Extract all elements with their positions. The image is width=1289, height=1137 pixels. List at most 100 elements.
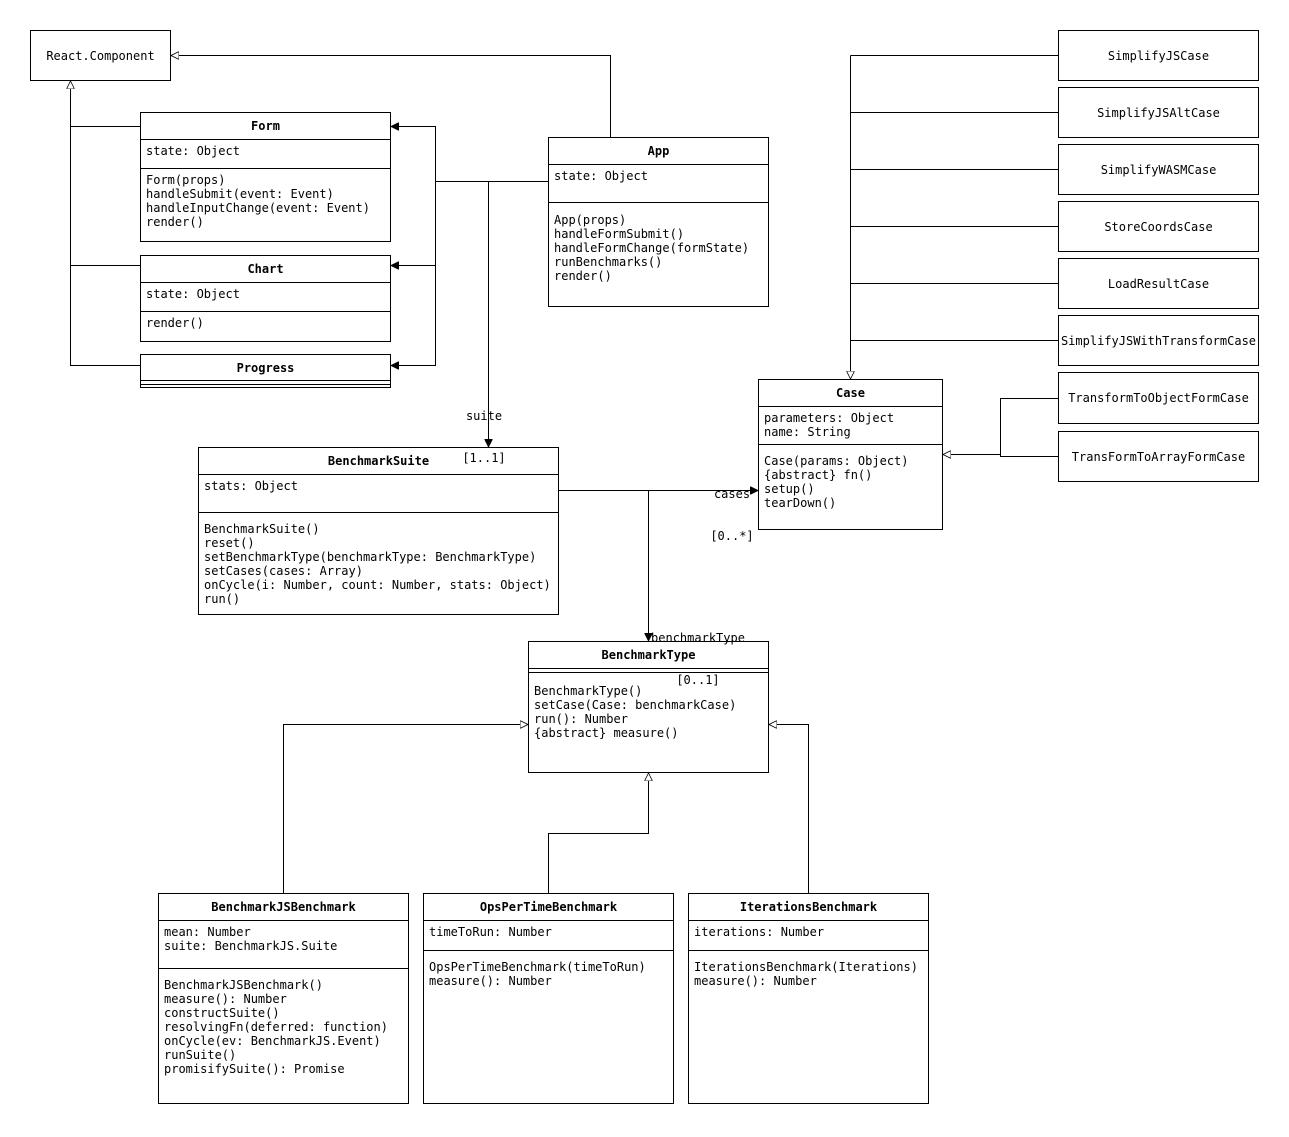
case-subclass-name: SimplifyJSWithTransformCase [1060,333,1257,348]
benchmark-type-association-label: benchmarkType [0..1] [648,603,748,701]
react-component-class[interactable]: React.Component [30,30,171,81]
benchmarkjs-benchmark-method: BenchmarkJSBenchmark() [164,978,323,992]
benchmark-suite-attributes: stats: Object [199,475,558,513]
benchmarkjs-benchmark-attribute: mean: Number [164,925,251,939]
form-inherits-react-edge [71,81,141,127]
chart-attributes: state: Object [141,283,390,312]
ops-per-time-benchmark-method: OpsPerTimeBenchmark(timeToRun) [429,960,646,974]
benchmark-type-role-name: benchmarkType [651,631,745,645]
ops-per-time-benchmark-class-name: OpsPerTimeBenchmark [424,894,673,921]
chart-attribute: state: Object [146,287,240,301]
cases-multiplicity: [0..*] [710,529,754,543]
chart-methods: render() [141,312,390,334]
app-to-chart-edge [391,181,436,266]
benchmark-suite-attribute: stats: Object [204,479,298,493]
benchmarkjs-benchmark-method: runSuite() [164,1048,237,1062]
form-attributes: state: Object [141,140,390,169]
app-attribute: state: Object [554,169,648,183]
case-methods: Case(params: Object) {abstract} fn() set… [759,445,942,514]
progress-attributes [141,381,390,385]
iterations-benchmark-method: IterationsBenchmark(Iterations) [694,960,918,974]
case-subclass-name: StoreCoordsCase [1104,219,1213,234]
case-attribute: name: String [764,425,851,439]
suite-multiplicity: [1..1] [462,451,506,465]
form-class-name: Form [141,113,390,140]
ops-per-time-benchmark-class[interactable]: OpsPerTimeBenchmark timeToRun: Number Op… [423,893,674,1104]
app-class[interactable]: App state: Object App(props) handleFormS… [548,137,769,307]
app-to-form-edge [391,127,548,182]
simplifyjsalt-case-class[interactable]: SimplifyJSAltCase [1058,87,1259,138]
form-method: Form(props) [146,173,226,187]
app-methods: App(props) handleFormSubmit() handleForm… [549,203,768,287]
case-method: setup() [764,482,815,496]
case-subclass-name: TransformToObjectFormCase [1068,391,1249,405]
case-attributes: parameters: Object name: String [759,407,942,445]
case-subclass-name: SimplifyJSCase [1107,48,1210,63]
case-class-name: Case [759,380,942,407]
case-subclass-name: TransFormToArrayFormCase [1071,449,1246,464]
app-class-name: App [549,138,768,165]
benchmark-type-method: setCase(Case: benchmarkCase) [534,698,737,712]
benchmarkjs-benchmark-method: constructSuite() [164,1006,280,1020]
transformtoobject-case-edge [1000,398,1058,456]
benchmarkjs-benchmark-method: resolvingFn(deferred: function) [164,1020,388,1034]
cases-role-name: cases [713,487,751,501]
benchmark-suite-method: BenchmarkSuite() [204,522,320,536]
app-to-progress-edge [391,265,436,366]
storecoords-case-class[interactable]: StoreCoordsCase [1058,201,1259,252]
benchmarkjs-benchmark-class[interactable]: BenchmarkJSBenchmark mean: Number suite:… [158,893,409,1104]
case-method: Case(params: Object) [764,454,909,468]
form-method: render() [146,215,204,229]
suite-role-name: suite [465,409,503,423]
form-method: handleInputChange(event: Event) [146,201,370,215]
iterations-benchmark-method: measure(): Number [694,974,817,988]
app-inherits-react-edge [171,56,611,137]
ops-per-time-benchmark-attribute: timeToRun: Number [429,925,552,939]
benchmarkjs-benchmark-method: promisifySuite(): Promise [164,1062,345,1076]
benchmark-suite-class-name: BenchmarkSuite [199,448,558,475]
benchmark-suite-method: setCases(cases: Array) [204,564,363,578]
iterations-inherits-type-edge [769,725,809,893]
app-attributes: state: Object [549,165,768,203]
simplifyjs-case-class[interactable]: SimplifyJSCase [1058,30,1259,81]
benchmark-type-methods: BenchmarkType() setCase(Case: benchmarkC… [529,673,768,744]
benchmark-type-class[interactable]: BenchmarkType BenchmarkType() setCase(Ca… [528,641,769,773]
benchmarkjs-benchmark-attribute: suite: BenchmarkJS.Suite [164,939,338,953]
benchmark-suite-method: run() [204,592,241,606]
app-method: render() [554,269,612,283]
iterations-benchmark-methods: IterationsBenchmark(Iterations) measure(… [689,951,928,992]
benchmark-suite-method: setBenchmarkType(benchmarkType: Benchmar… [204,550,537,564]
benchmark-suite-class[interactable]: BenchmarkSuite stats: Object BenchmarkSu… [198,447,559,615]
chart-class-name: Chart [141,256,390,283]
benchmark-type-attributes [529,669,768,673]
case-attribute: parameters: Object [764,411,895,425]
loadresult-case-class[interactable]: LoadResultCase [1058,258,1259,309]
simplifyjswithtransform-case-class[interactable]: SimplifyJSWithTransformCase [1058,315,1259,366]
iterations-benchmark-class-name: IterationsBenchmark [689,894,928,921]
progress-class[interactable]: Progress [140,354,391,388]
simplifywasm-case-class[interactable]: SimplifyWASMCase [1058,144,1259,195]
transformtoarray-case-edge [943,455,1058,457]
transformtoobjectform-case-class[interactable]: TransformToObjectFormCase [1058,372,1259,424]
benchmark-type-method: {abstract} measure() [534,726,679,740]
app-method: App(props) [554,213,627,227]
chart-method: render() [146,316,204,330]
benchmarkjs-inherits-type-edge [283,725,528,893]
benchmarkjs-benchmark-class-name: BenchmarkJSBenchmark [159,894,408,921]
benchmark-type-method: BenchmarkType() [534,684,643,698]
case-class[interactable]: Case parameters: Object name: String Cas… [758,379,943,530]
benchmark-type-multiplicity: [0..1] [676,673,720,687]
progress-class-name: Progress [141,355,390,381]
transformtoarrayform-case-class[interactable]: TransFormToArrayFormCase [1058,431,1259,482]
form-class[interactable]: Form state: Object Form(props) handleSub… [140,112,391,242]
app-method: handleFormSubmit() [554,227,685,241]
case-subclass-name: SimplifyWASMCase [1100,162,1217,177]
cases-association-label: cases [0..*] [700,459,764,557]
benchmark-type-class-name: BenchmarkType [529,642,768,669]
benchmarkjs-benchmark-attributes: mean: Number suite: BenchmarkJS.Suite [159,921,408,969]
app-method: runBenchmarks() [554,255,663,269]
iterations-benchmark-class[interactable]: IterationsBenchmark iterations: Number I… [688,893,929,1104]
form-method: handleSubmit(event: Event) [146,187,334,201]
chart-class[interactable]: Chart state: Object render() [140,255,391,342]
benchmarkjs-benchmark-method: measure(): Number [164,992,287,1006]
